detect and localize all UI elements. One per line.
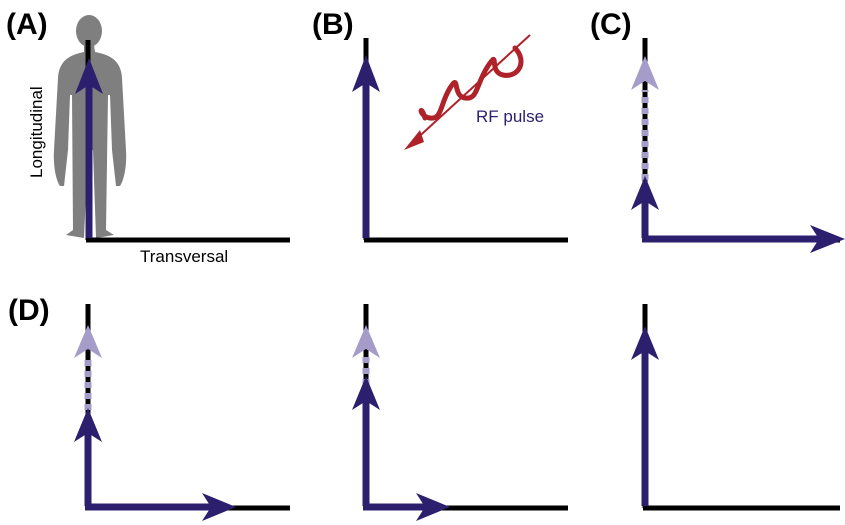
panel-d: (D) bbox=[8, 294, 840, 521]
rf-wave-icon bbox=[404, 34, 531, 150]
panel-d2-longitudinal-vector bbox=[352, 376, 380, 506]
panel-a-label: (A) bbox=[6, 8, 48, 41]
panel-b-label: (B) bbox=[312, 8, 354, 41]
panel-c-transversal-vector bbox=[642, 225, 845, 253]
panel-b-longitudinal-vector bbox=[352, 55, 380, 238]
panel-a-longitudinal-vector bbox=[75, 58, 103, 238]
panel-d2-transversal-vector bbox=[363, 493, 450, 521]
panel-a-xlabel: Transversal bbox=[140, 247, 228, 266]
panel-d1-faded-vector bbox=[74, 325, 102, 410]
rf-pulse-label: RF pulse bbox=[476, 107, 544, 126]
panel-c-label: (C) bbox=[590, 8, 632, 41]
panel-d3-longitudinal-vector bbox=[631, 326, 659, 506]
panel-d-step-3 bbox=[631, 304, 840, 511]
panel-d-step-1 bbox=[74, 304, 290, 521]
panel-c-faded-vector bbox=[631, 56, 659, 180]
panel-d1-transversal-vector bbox=[85, 493, 236, 521]
panel-d-step-2 bbox=[352, 304, 568, 521]
panel-c: (C) bbox=[590, 8, 845, 253]
panel-d-label: (D) bbox=[8, 294, 50, 327]
panel-a-ylabel: Longitudinal bbox=[27, 86, 46, 178]
panel-b: (B) RF pulse bbox=[312, 8, 568, 243]
panel-a: (A) Longitudinal Transversal bbox=[6, 8, 290, 266]
panel-c-longitudinal-vector bbox=[631, 176, 659, 238]
panel-d1-longitudinal-vector bbox=[74, 408, 102, 506]
